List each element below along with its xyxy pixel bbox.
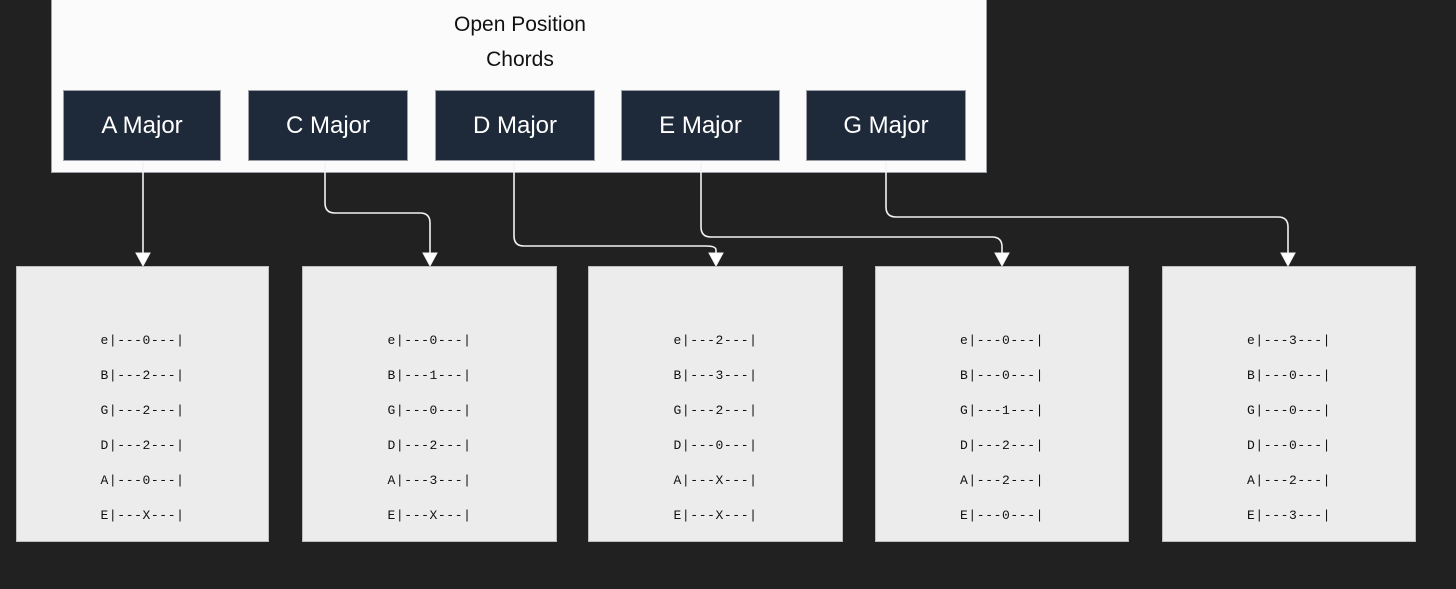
connector-line-d-major — [513, 162, 717, 256]
chord-button-label: A Major — [101, 111, 183, 139]
tab-card-e-major: e|---0---| B|---0---| G|---1---| D|---2-… — [875, 266, 1129, 542]
chord-button-a-major[interactable]: A Major — [63, 90, 221, 161]
tab-card-d-major: e|---2---| B|---3---| G|---2---| D|---0-… — [588, 266, 843, 542]
connector-line-c-major — [324, 162, 431, 256]
chord-button-e-major[interactable]: E Major — [621, 90, 780, 161]
tablature-text: e|---0---| B|---1---| G|---0---| D|---2-… — [387, 333, 472, 523]
arrowhead-icon — [422, 252, 438, 268]
chord-button-label: D Major — [472, 111, 557, 139]
chord-button-label: C Major — [285, 111, 370, 139]
chord-button-g-major[interactable]: G Major — [806, 90, 966, 161]
chord-button-label: G Major — [843, 111, 929, 139]
arrowhead-icon — [135, 252, 151, 268]
tab-card-c-major: e|---0---| B|---1---| G|---0---| D|---2-… — [302, 266, 557, 542]
connector-line-g-major — [885, 162, 1289, 256]
tablature-text: e|---0---| B|---0---| G|---1---| D|---2-… — [959, 333, 1044, 523]
panel-title: Open Position Chords — [454, 13, 586, 71]
tab-card-a-major: e|---0---| B|---2---| G|---2---| D|---2-… — [16, 266, 269, 542]
chord-button-c-major[interactable]: C Major — [248, 90, 408, 161]
connector-line-e-major — [700, 162, 1003, 256]
arrowhead-icon — [708, 252, 724, 268]
chord-button-d-major[interactable]: D Major — [435, 90, 595, 161]
arrowhead-icon — [1280, 252, 1296, 268]
chord-button-label: E Major — [659, 111, 742, 139]
tablature-text: e|---3---| B|---0---| G|---0---| D|---0-… — [1246, 333, 1331, 523]
tablature-text: e|---0---| B|---2---| G|---2---| D|---2-… — [100, 333, 185, 523]
tablature-text: e|---2---| B|---3---| G|---2---| D|---0-… — [673, 333, 758, 523]
tab-card-g-major: e|---3---| B|---0---| G|---0---| D|---0-… — [1162, 266, 1416, 542]
arrowhead-icon — [994, 252, 1010, 268]
